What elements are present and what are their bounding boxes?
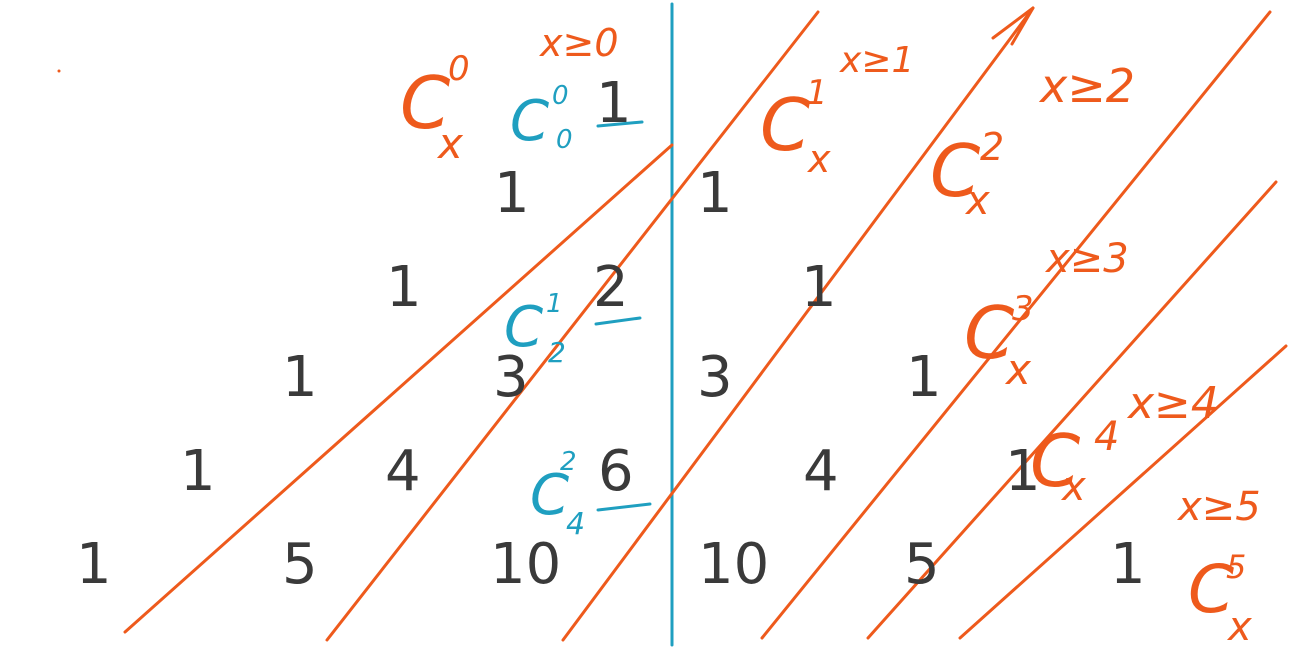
digit-r3-l0: 1 bbox=[282, 345, 318, 410]
svg-text:x: x bbox=[1226, 604, 1252, 650]
orange-annotation-c2: C 2 x x≥2 bbox=[930, 59, 1135, 224]
svg-text:x: x bbox=[436, 119, 464, 168]
svg-text:C: C bbox=[400, 61, 451, 145]
digit-r4-r0: 4 bbox=[803, 439, 839, 504]
digit-r2-r0: 1 bbox=[801, 255, 837, 320]
digit-r4-l2: 6 bbox=[598, 439, 634, 504]
blue-annotation-c00: C 0 0 bbox=[510, 81, 573, 155]
svg-text:x: x bbox=[807, 137, 831, 181]
digit-r3-r0: 3 bbox=[697, 345, 733, 410]
svg-text:0: 0 bbox=[556, 125, 573, 155]
diagonal-line-4 bbox=[866, 180, 1278, 640]
digit-r4-r1: 1 bbox=[1005, 439, 1041, 504]
orange-annotation-c3: C 3 x x≥3 bbox=[964, 236, 1129, 394]
diagonal-line-2 bbox=[561, 6, 1035, 642]
svg-text:x≥1: x≥1 bbox=[839, 40, 914, 81]
diagonal-line-3 bbox=[760, 10, 1272, 640]
svg-text:0: 0 bbox=[448, 49, 470, 89]
triangle-digits: 1 1 1 1 2 1 1 3 3 1 1 4 6 4 1 1 5 10 10 … bbox=[76, 71, 1146, 597]
svg-text:3: 3 bbox=[1012, 289, 1034, 329]
diagonal-arrow-head bbox=[991, 6, 1035, 46]
svg-text:4: 4 bbox=[566, 507, 585, 542]
svg-text:C: C bbox=[1188, 551, 1234, 628]
svg-text:x: x bbox=[964, 178, 990, 224]
digit-r5-r1: 5 bbox=[904, 532, 940, 597]
underline-2 bbox=[594, 316, 642, 326]
svg-text:x: x bbox=[1060, 464, 1086, 510]
svg-text:x: x bbox=[1004, 345, 1032, 394]
digit-r5-l0: 1 bbox=[76, 532, 112, 597]
stray-dot bbox=[57, 69, 61, 73]
digit-r3-r1: 1 bbox=[906, 345, 942, 410]
svg-text:0: 0 bbox=[552, 81, 569, 111]
digit-r3-l1: 3 bbox=[493, 345, 529, 410]
digit-r1-l0: 1 bbox=[494, 161, 530, 226]
digit-r5-r0: 10 bbox=[698, 532, 769, 597]
orange-annotation-c1: C 1 x x≥1 bbox=[760, 40, 914, 181]
svg-text:1: 1 bbox=[546, 289, 563, 319]
svg-text:C: C bbox=[504, 295, 543, 360]
svg-text:x≥4: x≥4 bbox=[1126, 378, 1219, 429]
svg-text:2: 2 bbox=[980, 125, 1004, 169]
svg-text:x≥3: x≥3 bbox=[1044, 236, 1129, 282]
svg-text:C: C bbox=[760, 83, 811, 167]
digit-r2-l0: 1 bbox=[386, 255, 422, 320]
digit-r4-l1: 4 bbox=[385, 439, 421, 504]
svg-text:C: C bbox=[964, 291, 1015, 375]
svg-text:x≥2: x≥2 bbox=[1038, 59, 1135, 113]
diagonal-line-0 bbox=[123, 143, 674, 634]
orange-annotation-c5: C 5 x x≥5 bbox=[1176, 484, 1261, 650]
svg-text:2: 2 bbox=[548, 336, 566, 369]
diagonal-line-5 bbox=[958, 344, 1288, 640]
digit-r5-l2: 10 bbox=[490, 532, 561, 597]
svg-text:2: 2 bbox=[560, 447, 577, 477]
svg-text:C: C bbox=[530, 463, 569, 528]
underline-6 bbox=[596, 502, 652, 512]
orange-annotation-c4: C 4 x x≥4 bbox=[1030, 378, 1219, 510]
svg-text:C: C bbox=[1030, 419, 1081, 503]
diagonal-line-1 bbox=[325, 10, 820, 642]
blue-annotation-c24: C 2 4 bbox=[530, 447, 585, 542]
svg-text:x≥5: x≥5 bbox=[1176, 484, 1261, 530]
digit-r5-r2: 1 bbox=[1110, 532, 1146, 597]
svg-text:C: C bbox=[510, 89, 549, 154]
blue-annotation-c12: C 1 2 bbox=[504, 289, 566, 369]
svg-text:x≥0: x≥0 bbox=[539, 21, 619, 65]
digit-r2-l1: 2 bbox=[593, 255, 629, 320]
svg-text:1: 1 bbox=[806, 73, 828, 113]
svg-text:5: 5 bbox=[1226, 548, 1246, 586]
svg-text:4: 4 bbox=[1094, 414, 1119, 460]
digit-r5-l1: 5 bbox=[282, 532, 318, 597]
digit-r4-l0: 1 bbox=[180, 439, 216, 504]
underline-1 bbox=[596, 120, 644, 128]
orange-annotation-c0: C 0 x x≥0 bbox=[400, 21, 619, 168]
digit-r1-r0: 1 bbox=[697, 161, 733, 226]
svg-text:C: C bbox=[930, 129, 981, 213]
